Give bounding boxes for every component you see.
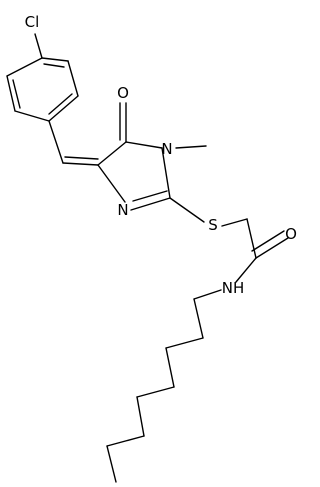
bond-c4-c5: [97, 141, 127, 166]
bond-c2-n3: [130, 197, 171, 211]
bond-chain-3: [165, 337, 204, 349]
bond-c5-n1: [125, 141, 163, 149]
bond-s-ch2: [221, 218, 248, 227]
bond-ring-b-inner: [12, 79, 21, 109]
bond-chain-1: [193, 289, 222, 300]
bond-co-o-double: [251, 230, 285, 252]
chemical-structure-diagram: Cl O N N S O NH: [6, 13, 297, 483]
atom-labels: Cl O N N S O NH: [25, 13, 297, 297]
bond-chain-8: [106, 445, 117, 483]
bond-ring-b: [6, 75, 16, 112]
bond-ring-c: [14, 110, 50, 122]
bond-ring-e: [67, 60, 79, 97]
bond-c2-s: [169, 197, 205, 223]
bond-co-nh: [235, 257, 257, 283]
bond-n3-c4: [97, 164, 126, 203]
bond-n1-c2: [161, 147, 171, 199]
bond-lines: [6, 33, 289, 483]
bond-ring-f-inner: [43, 63, 65, 68]
atom-label-chlorine: Cl: [25, 13, 40, 31]
bond-c2-n3-double: [132, 190, 168, 202]
atom-label-amide-nh: NH: [222, 279, 245, 297]
bond-ring-d: [48, 95, 79, 122]
bond-ch-c4-double: [64, 156, 99, 160]
bond-chain-2: [193, 298, 204, 339]
atom-label-oxygen-ketone: O: [117, 84, 129, 102]
bond-co-o: [255, 237, 289, 259]
bond-ring-f: [41, 57, 69, 62]
bond-ch2-co: [246, 218, 257, 259]
bond-ring-d-inner: [48, 93, 73, 115]
bond-cl-c1: [34, 33, 43, 59]
bond-ring-a: [6, 57, 43, 77]
bond-chain-7: [106, 435, 145, 447]
atom-label-sulfur: S: [208, 216, 218, 234]
bond-chain-5: [136, 386, 175, 398]
bond-chain-4: [165, 347, 175, 388]
bond-chain-6: [136, 396, 145, 437]
atom-label-ring-nitrogen: N: [117, 201, 128, 219]
bond-ch-c4: [62, 162, 99, 166]
bond-aryl-ch: [48, 120, 64, 164]
atom-label-ring-nitrogen-methyl: N: [161, 140, 172, 158]
atom-label-oxygen-amide: O: [285, 225, 297, 243]
bond-n1-methyl: [175, 145, 207, 149]
